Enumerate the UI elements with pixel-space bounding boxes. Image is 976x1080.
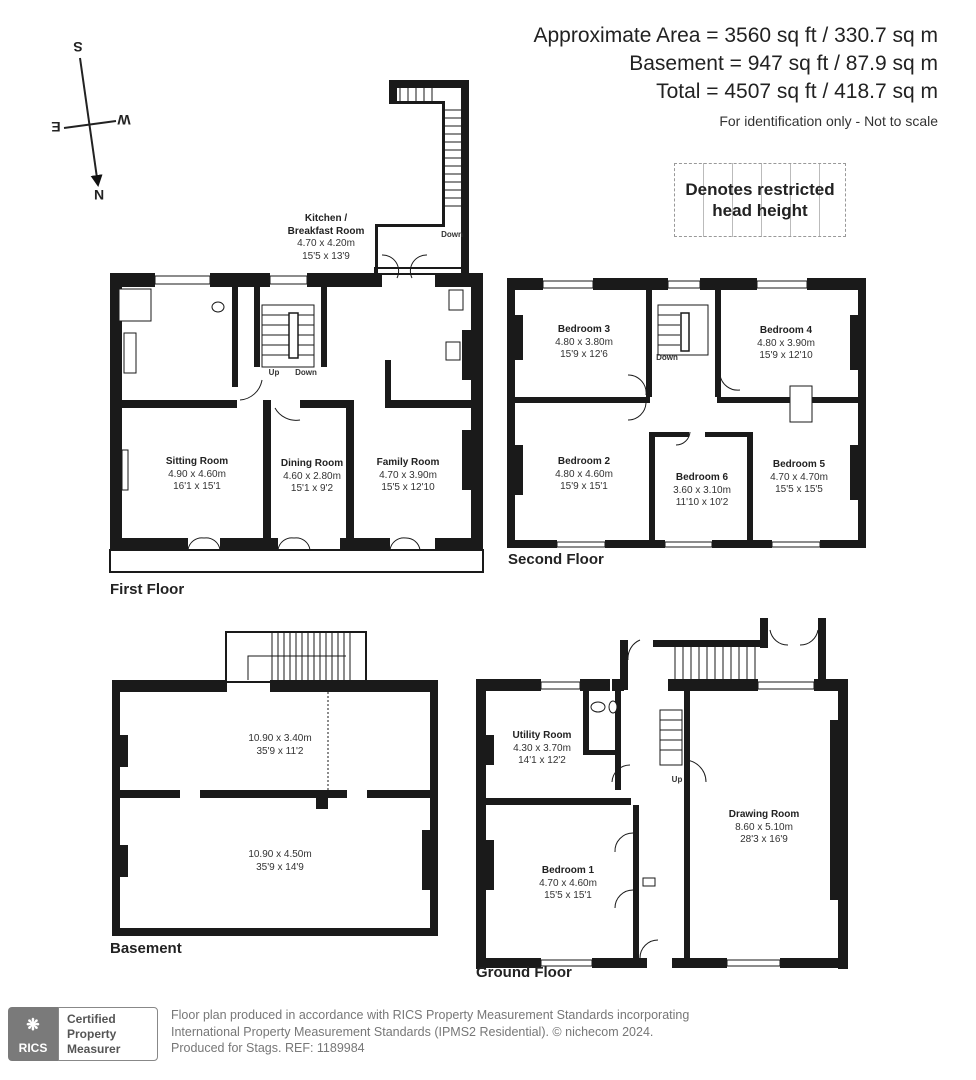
basement-plan (112, 631, 438, 936)
first-floor-external-stair-down: Down (441, 230, 463, 239)
rics-lion-icon: ❋ (26, 1017, 40, 1034)
basement-area: Basement = 947 sq ft / 87.9 sq m (629, 52, 938, 75)
restricted-height-legend: Denotes restricted head height (674, 163, 846, 237)
room-family-room: Family Room 4.70 x 3.90m 15'5 x 12'10 (376, 457, 440, 493)
room-bedroom-6: Bedroom 6 3.60 x 3.10m 11'10 x 10'2 (673, 472, 731, 508)
room-bedroom-2: Bedroom 2 4.80 x 4.60m 15'9 x 15'1 (555, 456, 613, 492)
room-sitting-room: Sitting Room 4.90 x 4.60m 16'1 x 15'1 (165, 456, 229, 492)
ground-floor-stair-up: Up (671, 775, 683, 784)
compass-west: W (117, 112, 131, 128)
certified-property-measurer-badge: Certified Property Measurer (58, 1007, 158, 1061)
room-dining-room: Dining Room 4.60 x 2.80m 15'1 x 9'2 (280, 458, 344, 494)
room-basement-south: 10.90 x 4.50m 35'9 x 14'9 (248, 849, 312, 873)
legend-line1: Denotes restricted (685, 180, 835, 199)
room-utility-room: Utility Room 4.30 x 3.70m 14'1 x 12'2 (512, 730, 572, 766)
first-floor-plan (109, 80, 484, 573)
compass-icon (63, 57, 117, 187)
room-basement-north: 10.90 x 3.40m 35'9 x 11'2 (248, 733, 312, 757)
compass-north: N (94, 187, 104, 203)
rics-logo: ❋ RICS (8, 1007, 58, 1061)
second-floor-plan (507, 278, 866, 548)
room-bedroom-3: Bedroom 3 4.80 x 3.80m 15'9 x 12'6 (555, 324, 613, 360)
area-summary: Approximate Area = 3560 sq ft / 330.7 sq… (534, 22, 939, 132)
room-bedroom-4: Bedroom 4 4.80 x 3.90m 15'9 x 12'10 (757, 325, 815, 361)
approximate-area: Approximate Area = 3560 sq ft / 330.7 sq… (533, 24, 939, 47)
legend-line2: head height (712, 201, 808, 220)
room-drawing-room: Drawing Room 8.60 x 5.10m 28'3 x 16'9 (728, 809, 800, 845)
room-bedroom-1: Bedroom 1 4.70 x 4.60m 15'5 x 15'1 (539, 865, 597, 901)
room-bedroom-5: Bedroom 5 4.70 x 4.70m 15'5 x 15'5 (770, 459, 828, 495)
compass-east: E (51, 119, 60, 135)
ground-floor-plan (476, 618, 848, 969)
first-floor-stair-down: Down (295, 368, 317, 377)
room-kitchen-breakfast: Kitchen / Breakfast Room 4.70 x 4.20m 15… (287, 213, 365, 262)
first-floor-label: First Floor (110, 581, 185, 598)
total-area: Total = 4507 sq ft / 418.7 sq m (656, 80, 938, 103)
second-floor-stair-down: Down (656, 353, 678, 362)
ground-floor-label: Ground Floor (476, 964, 572, 981)
first-floor-stair-up: Up (268, 368, 280, 377)
basement-label: Basement (110, 940, 182, 957)
footer: ❋ RICS Certified Property Measurer Floor… (0, 1005, 976, 1065)
compass-south: S (73, 39, 82, 55)
footer-disclaimer: Floor plan produced in accordance with R… (171, 1008, 690, 1055)
scale-note: For identification only - Not to scale (719, 113, 938, 129)
second-floor-label: Second Floor (508, 551, 604, 568)
